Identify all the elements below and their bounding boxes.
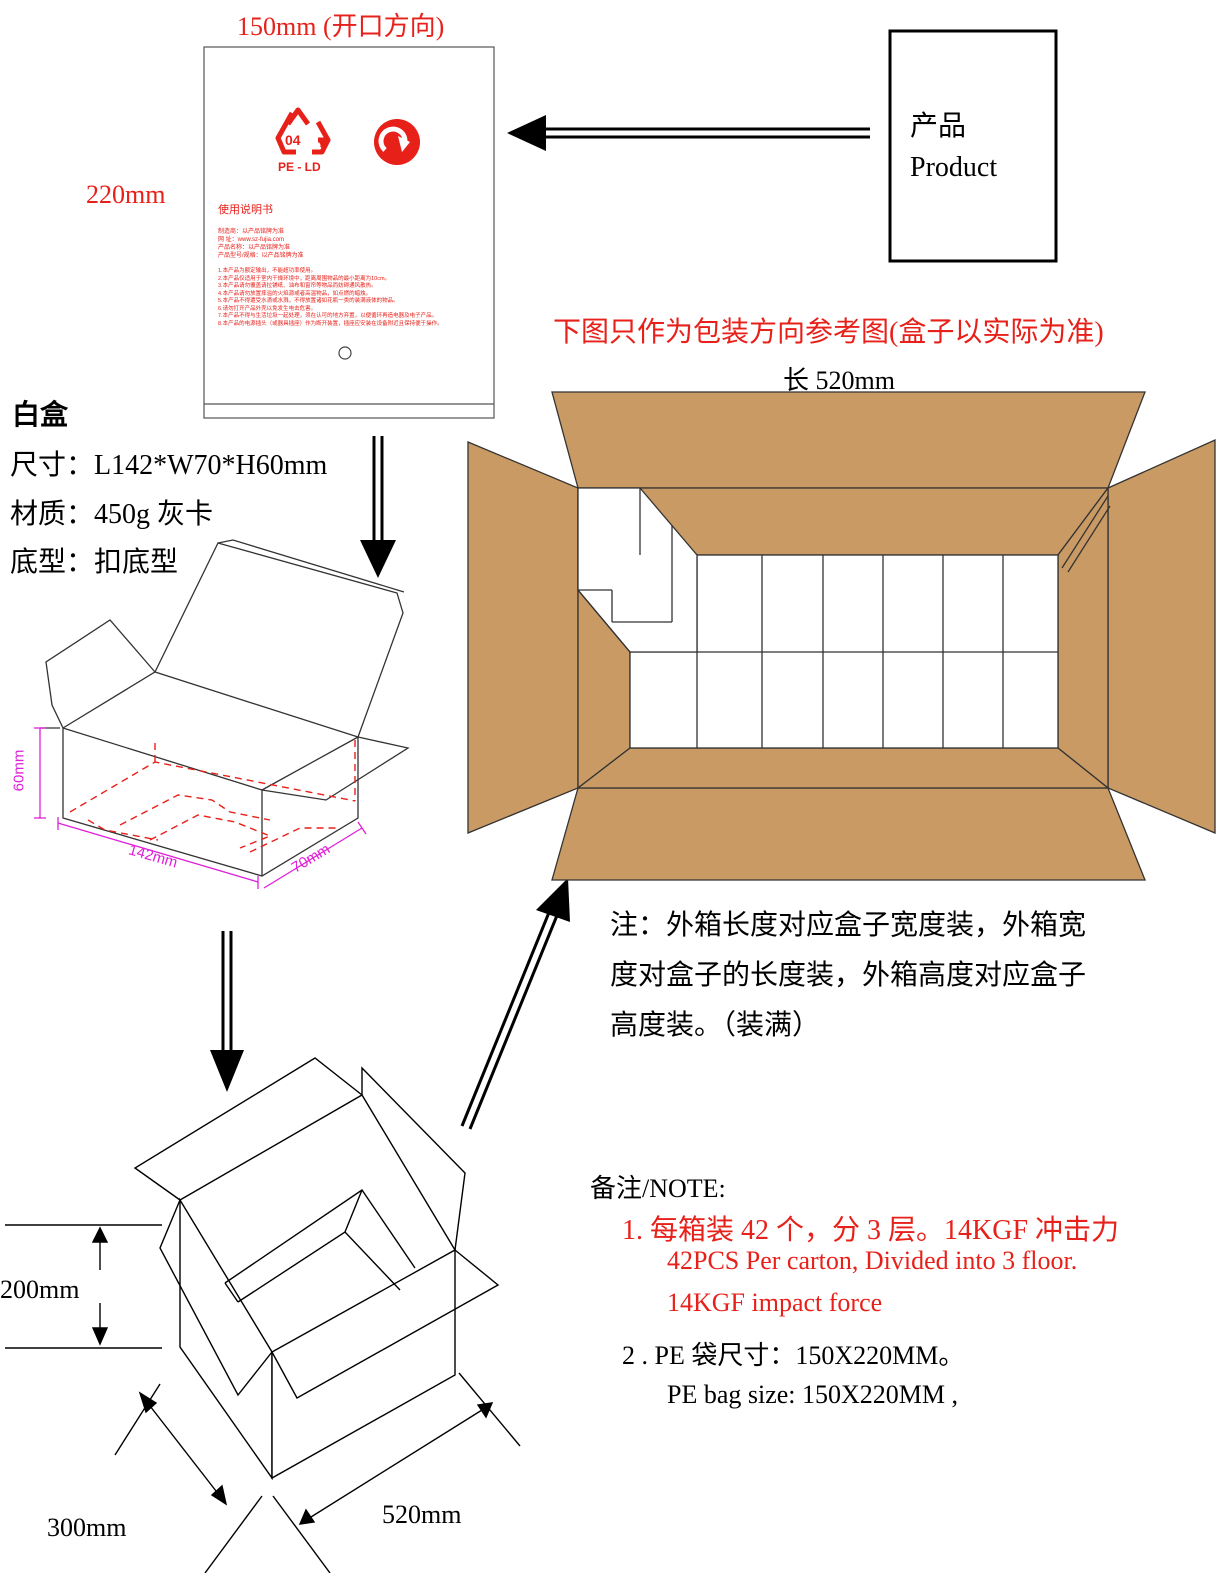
product-box	[888, 29, 1058, 263]
bag-info-line: 产品名称：以产品铭牌为准	[218, 245, 291, 251]
bag-rule-line: 8.本产品的电源插头（或器具插座）作为断开装置，插座应安装在设备附近且保持便于操…	[218, 320, 443, 327]
hang-hole	[338, 346, 352, 360]
arrow-product-to-bag	[507, 115, 870, 151]
bag-rule-line: 4.本产品请勿放置摔溢的火焰源或者高温物品，如点燃的蜡烛。	[218, 290, 372, 297]
bag-rule-line: 3.本产品请勿覆盖请拉铺纸、油布和窗帘等物品而妨碍通风散热。	[218, 283, 377, 289]
white-box-dim-height: 60mm	[10, 749, 28, 792]
bag-rule-line: 5.本产品不得遭受水滴或水溅，不得放置诸如花瓶一类的装满液体的物品。	[218, 298, 399, 304]
bag-height-label: 220mm	[86, 180, 166, 209]
arrow-whitebox-to-carton	[210, 931, 244, 1092]
bag-rules-block: 1.本产品为额定输出，不能超功率使用。 2.本产品仅适用于室内干燥环境中，距离周…	[218, 268, 443, 328]
note-item2-cn: 2 . PE 袋尺寸：150X220MM。	[622, 1341, 965, 1370]
recycle-code: 04	[285, 132, 301, 148]
bag-rule-line: 6.请勿打开产品外壳以免发生电击危害。	[218, 305, 317, 312]
bag-rule-line: 7.本产品不得与生活垃圾一起处理，须在认可的地方弃置，以便循环再造电器及电子产品…	[218, 313, 438, 319]
carton-caption: 下图只作为包装方向参考图(盒子以实际为准)	[553, 317, 1104, 348]
carton-length-label: 长 520mm	[783, 366, 895, 395]
bag-info-block: 制造商：以产品铭牌为准 网 址：www.sz-fujia.com 产品名称：以产…	[218, 228, 304, 260]
note-item1-en1: 42PCS Per carton, Divided into 3 floor.	[667, 1246, 1078, 1275]
recycle-icon	[275, 107, 331, 155]
notice-line: 度对盒子的长度装，外箱高度对应盒子	[610, 960, 1087, 991]
product-box-label-en: Product	[910, 152, 998, 183]
pe-bag	[203, 46, 495, 419]
white-box-dimensions	[34, 727, 367, 889]
white-box-drawing	[40, 539, 410, 877]
carton-width-label: 300mm	[47, 1513, 127, 1542]
arrow-bag-to-whitebox	[360, 436, 396, 578]
white-box-material: 材质：450g 灰卡	[10, 499, 214, 530]
note-item2-en: PE bag size: 150X220MM ,	[667, 1380, 959, 1409]
bag-info-line: 网 址：www.sz-fujia.com	[218, 237, 285, 243]
bag-width-label: 150mm (开口方向)	[237, 12, 445, 41]
green-dot-icon	[374, 119, 420, 165]
arrow-carton-to-topview	[460, 878, 570, 1130]
bag-info-line: 产品型号/规格：以产品铭牌为准	[218, 253, 304, 259]
note-item1-cn: 1. 每箱装 42 个，分 3 层。14KGF 冲击力	[622, 1215, 1120, 1246]
carton-height-label: 200mm	[0, 1275, 80, 1304]
carton-length-label-iso: 520mm	[382, 1500, 462, 1529]
notice-line: 注：外箱长度对应盒子宽度装，外箱宽	[610, 910, 1087, 941]
bag-rule-line: 1.本产品为额定输出，不能超功率使用。	[218, 268, 317, 274]
manual-title: 使用说明书	[218, 204, 273, 216]
notice-line: 高度装。（装满）	[610, 1010, 821, 1041]
white-box-title: 白盒	[12, 400, 69, 431]
carton-top-view	[467, 391, 1216, 881]
bag-rule-line: 2.本产品仅适用于室内干燥环境中，距离周围物品的最小距离为10cm。	[218, 275, 391, 282]
white-box-size: 尺寸：L142*W70*H60mm	[10, 450, 328, 481]
recycle-material: PE - LD	[278, 160, 321, 174]
white-box-bottom-type: 底型：扣底型	[10, 547, 179, 578]
note-item1-en2: 14KGF impact force	[667, 1288, 883, 1317]
bag-info-line: 制造商：以产品铭牌为准	[218, 229, 285, 235]
white-box-insert-dashed	[69, 740, 356, 853]
product-box-label-cn: 产品	[910, 111, 967, 142]
carton-isometric	[5, 1057, 521, 1573]
notes-heading: 备注/NOTE:	[590, 1174, 726, 1203]
